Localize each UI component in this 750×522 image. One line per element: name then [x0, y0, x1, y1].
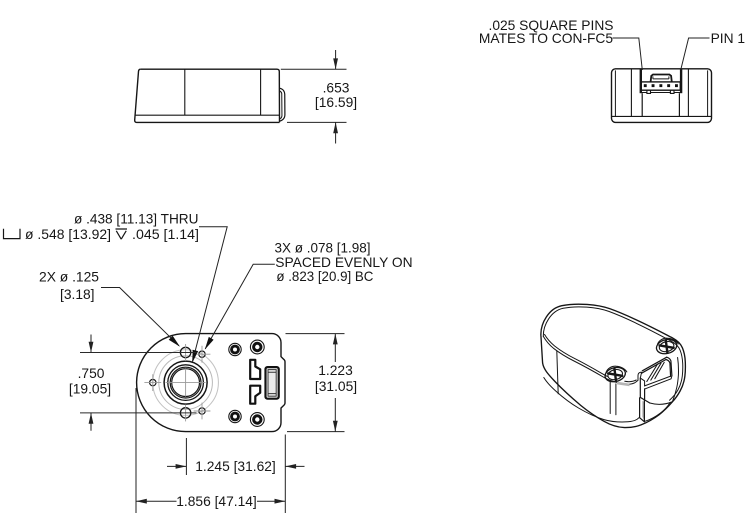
- svg-text:1.245 [31.62]: 1.245 [31.62]: [195, 459, 276, 474]
- svg-text:1.856 [47.14]: 1.856 [47.14]: [176, 494, 257, 509]
- svg-text:3X ø .078 [1.98]: 3X ø .078 [1.98]: [275, 241, 371, 256]
- svg-text:[19.05]: [19.05]: [69, 382, 111, 397]
- svg-text:ø .548 [13.92]: ø .548 [13.92]: [25, 227, 111, 242]
- svg-text:.045 [1.14]: .045 [1.14]: [132, 227, 199, 242]
- svg-text:.025 SQUARE PINS: .025 SQUARE PINS: [489, 18, 614, 33]
- svg-text:[3.18]: [3.18]: [60, 287, 95, 302]
- svg-text:[16.59]: [16.59]: [315, 95, 357, 110]
- svg-text:SPACED EVENLY ON: SPACED EVENLY ON: [275, 255, 412, 270]
- svg-text:.750: .750: [78, 366, 105, 381]
- svg-text:ø .438 [11.13] THRU: ø .438 [11.13] THRU: [74, 211, 199, 226]
- svg-text:PIN 1: PIN 1: [711, 31, 746, 46]
- svg-text:.653: .653: [323, 81, 350, 96]
- svg-text:2X ø .125: 2X ø .125: [39, 270, 99, 285]
- svg-text:1.223: 1.223: [318, 363, 353, 378]
- svg-text:ø .823 [20.9] BC: ø .823 [20.9] BC: [276, 269, 373, 284]
- svg-text:MATES TO CON-FC5: MATES TO CON-FC5: [479, 31, 613, 46]
- svg-text:[31.05]: [31.05]: [315, 379, 357, 394]
